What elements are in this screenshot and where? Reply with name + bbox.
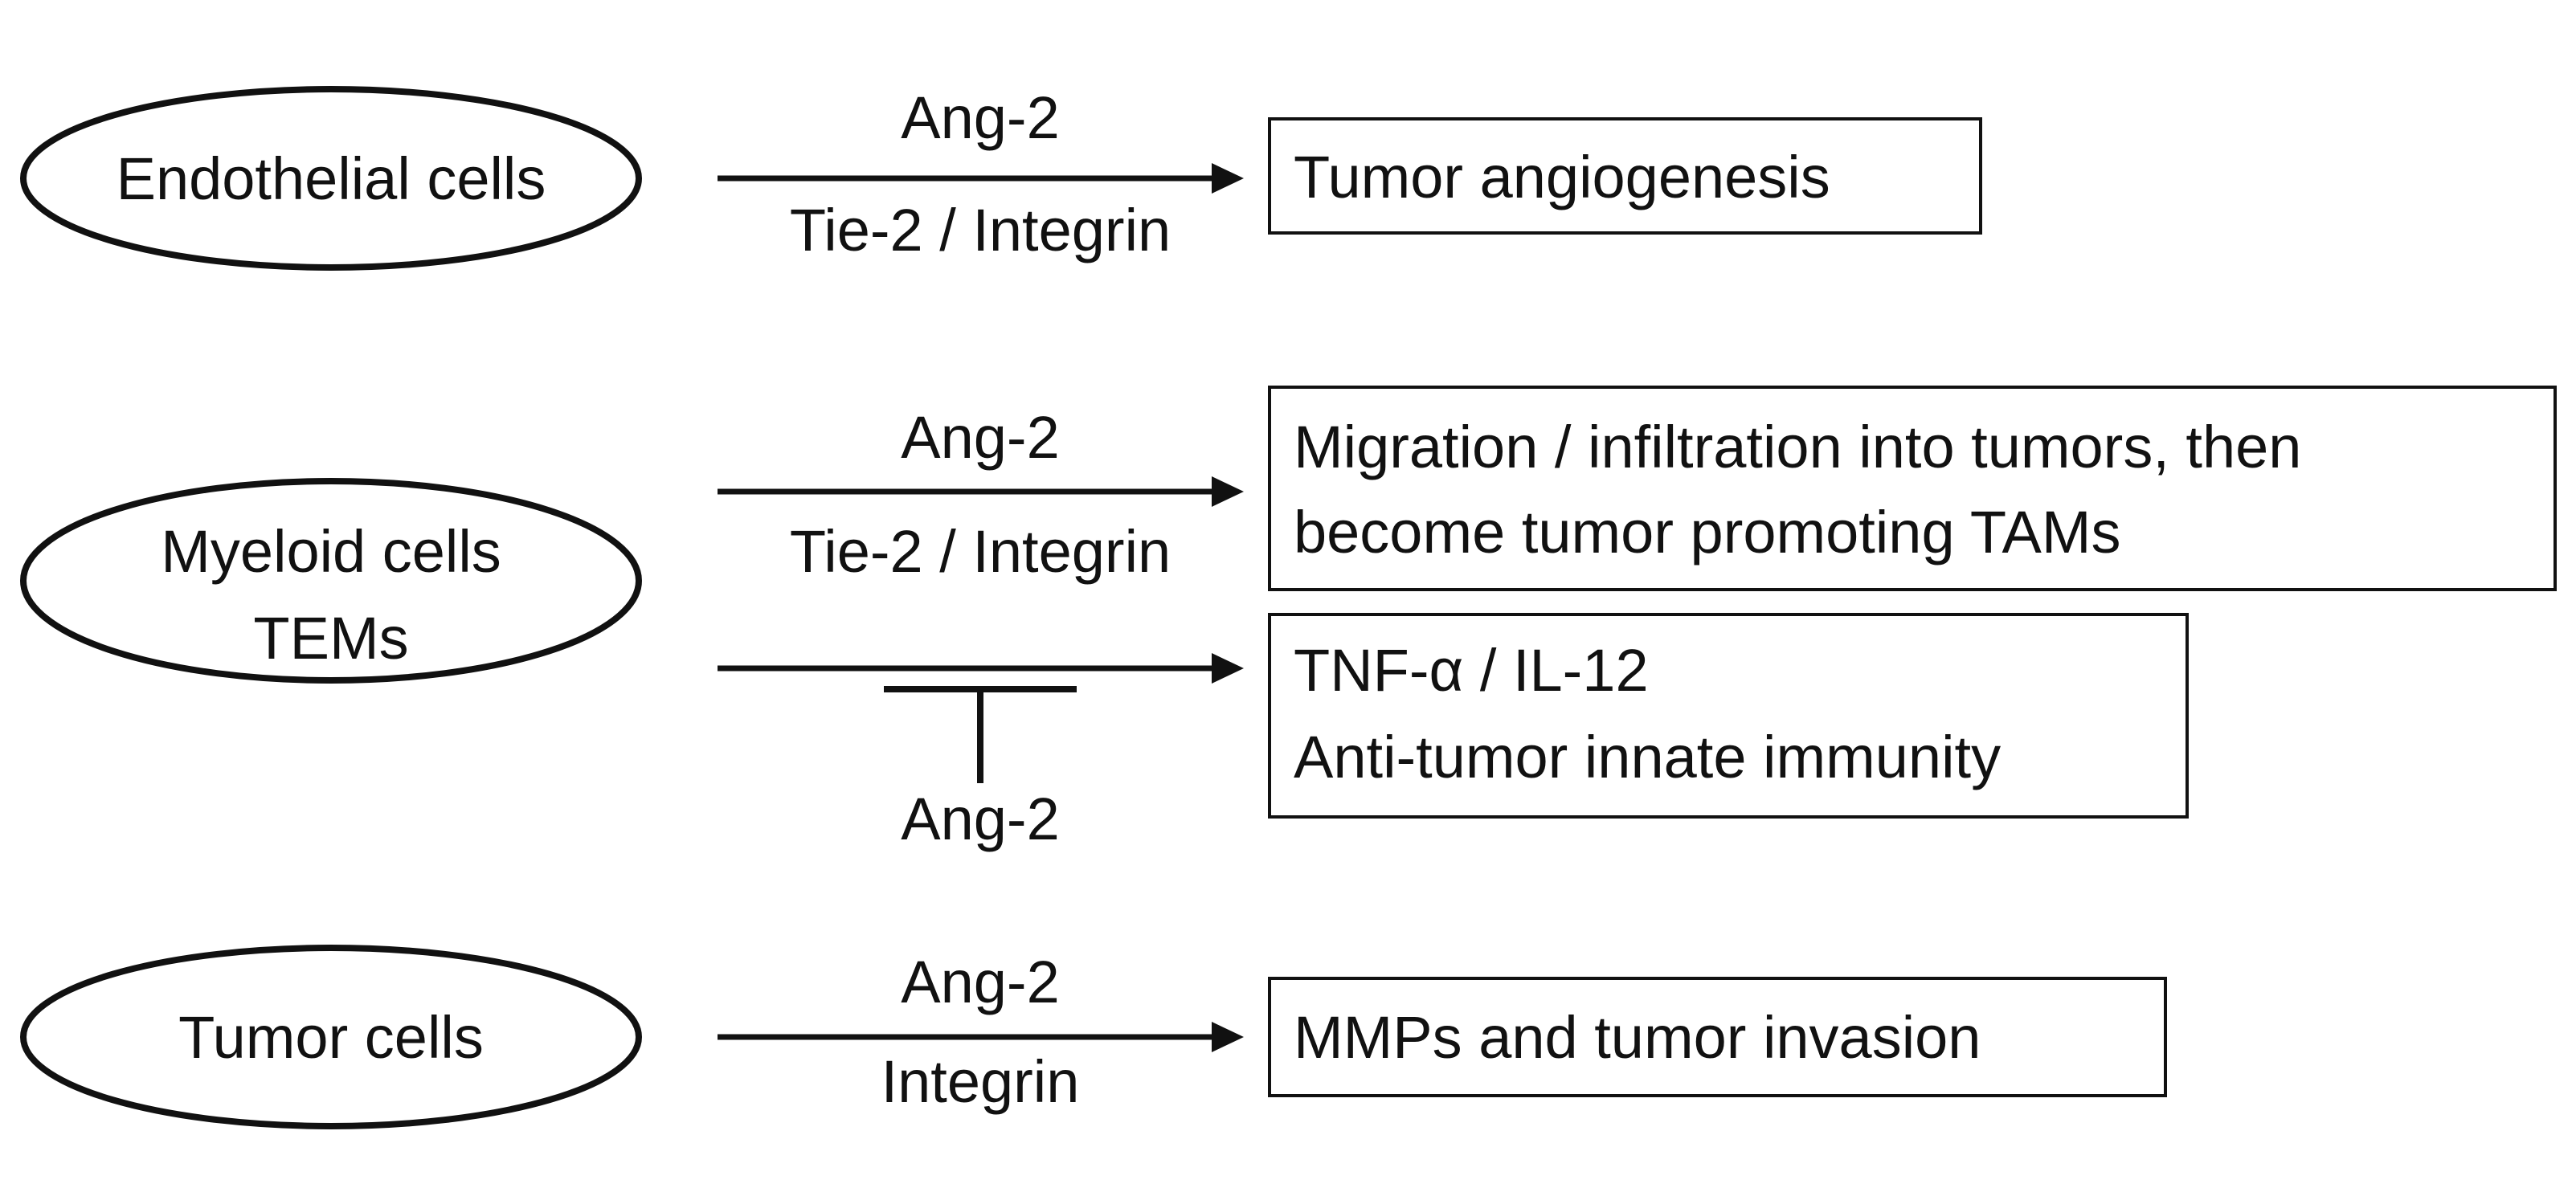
tems-label: TEMs	[253, 605, 408, 672]
myeloid-cells-label: Myeloid cells	[161, 518, 501, 585]
endothelial-receptor-label: Tie-2 / Integrin	[790, 197, 1171, 263]
myeloid-cells-ellipse	[20, 478, 642, 684]
tumor-invasion-box	[1268, 977, 2167, 1097]
tumor-cells-ellipse	[20, 945, 642, 1129]
migration-text-line2: become tumor promoting TAMs	[1294, 499, 2121, 565]
tumor-row: Tumor cells Ang-2 Integrin MMPs and tumo…	[20, 945, 2167, 1129]
myeloid-row: Myeloid cells TEMs Ang-2 Tie-2 / Integri…	[20, 386, 2557, 852]
endothelial-cells-ellipse	[20, 86, 642, 271]
endothelial-row: Endothelial cells Ang-2 Tie-2 / Integrin…	[20, 84, 1982, 271]
migration-text-line1: Migration / infiltration into tumors, th…	[1294, 414, 2301, 480]
tumor-arrowhead	[1212, 1022, 1244, 1052]
tumor-receptor-label: Integrin	[881, 1048, 1080, 1115]
endothelial-arrowhead	[1212, 163, 1244, 194]
myeloid-migration-arrowhead	[1212, 476, 1244, 507]
endothelial-ligand-label: Ang-2	[901, 84, 1059, 151]
tumor-angiogenesis-box	[1268, 117, 1982, 235]
endothelial-cells-label: Endothelial cells	[117, 145, 546, 212]
immunity-text-line2: Anti-tumor innate immunity	[1294, 724, 2001, 790]
myeloid-immunity-arrowhead	[1212, 653, 1244, 684]
myeloid-receptor-label: Tie-2 / Integrin	[790, 518, 1171, 585]
tumor-angiogenesis-label: Tumor angiogenesis	[1294, 144, 1830, 210]
immunity-text-line1: TNF-α / IL-12	[1294, 637, 1649, 704]
tumor-ligand-label: Ang-2	[901, 949, 1059, 1015]
myeloid-ligand-label: Ang-2	[901, 404, 1059, 471]
inhibitor-label: Ang-2	[901, 786, 1059, 852]
tumor-cells-label: Tumor cells	[178, 1004, 484, 1071]
tumor-invasion-label: MMPs and tumor invasion	[1294, 1004, 1981, 1071]
migration-box	[1268, 386, 2557, 591]
innate-immunity-box	[1268, 613, 2189, 819]
